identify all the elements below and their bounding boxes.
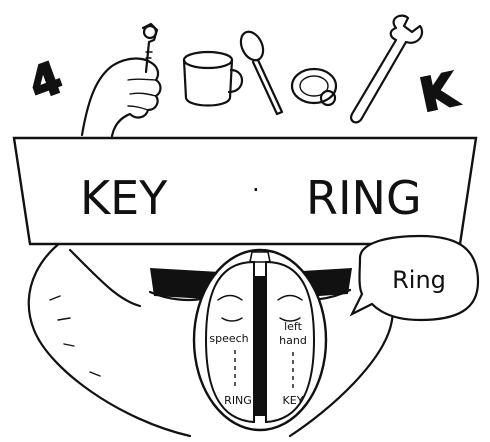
wrench-outline: [351, 16, 422, 123]
key-head: [144, 26, 156, 38]
right-hemisphere-label-line2: hand: [279, 334, 307, 347]
hand-with-key-illustration: [82, 24, 161, 136]
spoon-bowl: [237, 28, 268, 64]
spoon-handle: [253, 60, 282, 114]
fist-outline: [82, 59, 161, 136]
left-arm-outline: [29, 230, 190, 436]
screen-word-right: RING: [306, 171, 422, 225]
wrench-object: [351, 16, 422, 123]
letter-k-object: K: [415, 62, 463, 123]
projection-screen: KEY · RING: [14, 138, 476, 244]
speech-bubble: Ring: [352, 236, 478, 320]
finger-lines: [128, 79, 156, 110]
left-hemisphere-label: speech: [209, 332, 248, 345]
right-hemisphere-word: KEY: [283, 394, 304, 407]
mug-rim: [184, 52, 232, 68]
spoon-object: [237, 28, 282, 114]
ring-object: [292, 69, 336, 105]
speech-bubble-text: Ring: [392, 266, 446, 294]
fixation-point: ·: [252, 176, 260, 204]
letter-glyph: K: [415, 62, 463, 123]
severed-corpus-callosum: [254, 276, 266, 416]
ring-band-outer: [292, 69, 336, 103]
head-top-view: speech RING left hand KEY: [194, 250, 326, 430]
mug-object: [184, 52, 242, 106]
left-arm-crease: [70, 250, 140, 306]
screen-word-left: KEY: [80, 171, 168, 225]
left-hemisphere-word: RING: [224, 394, 252, 407]
digit-four-object: 4: [23, 52, 69, 110]
digit-glyph: 4: [23, 52, 69, 110]
nose: [250, 252, 270, 262]
right-hemisphere-label-line1: left: [284, 320, 303, 333]
